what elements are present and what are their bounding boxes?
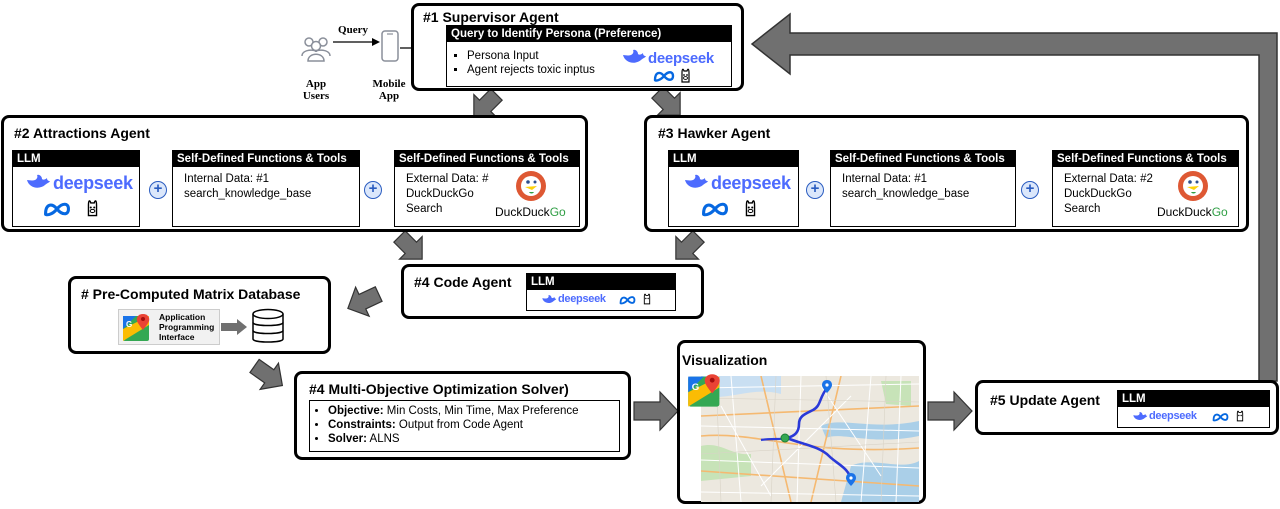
- route-map: [701, 376, 919, 502]
- duckduckgo-icon: [1178, 171, 1208, 201]
- attractions-agent-title: #2 Attractions Agent: [14, 125, 150, 141]
- attractions-tools1-title: Self-Defined Functions & Tools: [173, 151, 359, 167]
- deepseek-logo-text: deepseek: [558, 293, 606, 305]
- supervisor-agent-title: #1 Supervisor Agent: [423, 9, 559, 25]
- llama-icon: [681, 68, 690, 83]
- update-agent-llm-box: LLM deepseek: [1117, 390, 1270, 428]
- hawker-external-tools-box: Self-Defined Functions & Tools External …: [1052, 150, 1239, 227]
- code-agent-llm-label: LLM: [527, 274, 675, 290]
- database-icon: [252, 308, 284, 343]
- code-agent-panel: #4 Code Agent LLM deepseek: [401, 264, 704, 319]
- visualization-panel: Visualization G: [677, 340, 926, 504]
- meta-icon: [619, 296, 636, 305]
- meta-icon: [653, 71, 675, 82]
- duckduckgo-icon: [516, 171, 546, 201]
- meta-icon: [702, 202, 728, 217]
- code-to-database-arrow: [347, 285, 383, 318]
- attractions-agent-panel: #2 Attractions Agent LLM deepseek + Self…: [1, 115, 588, 232]
- map-pin-icon: [822, 380, 832, 393]
- mobile-phone-icon: [381, 30, 399, 62]
- update-agent-title: #5 Update Agent: [990, 392, 1100, 408]
- deepseek-logo-text: deepseek: [711, 173, 791, 193]
- api-card: G Application Programming Interface: [118, 309, 220, 345]
- attractions-tools2-body: External Data: # DuckDuckGo Search: [406, 173, 489, 215]
- toxic-reject-item: Agent rejects toxic inptus: [467, 63, 731, 77]
- llama-icon: [1236, 410, 1244, 422]
- solver-objective-item: Objective: Min Costs, Min Time, Max Pref…: [328, 404, 619, 418]
- visualization-to-update-arrow: [927, 390, 973, 432]
- attractions-tools1-body: Internal Data: #1 search_knowledge_base: [184, 173, 312, 200]
- attractions-llm-box: LLM deepseek: [12, 150, 140, 227]
- svg-text:G: G: [692, 382, 699, 393]
- update-agent-panel: #5 Update Agent LLM deepseek: [975, 380, 1279, 435]
- hawker-tools1-body: Internal Data: #1 search_knowledge_base: [842, 173, 970, 200]
- matrix-database-panel: # Pre-Computed Matrix Database G Applica…: [68, 276, 331, 354]
- users-icon: [301, 37, 331, 62]
- attractions-internal-tools-box: Self-Defined Functions & Tools Internal …: [172, 150, 360, 227]
- matrix-database-title: # Pre-Computed Matrix Database: [81, 286, 301, 302]
- update-agent-llm-label: LLM: [1118, 391, 1269, 407]
- duckduckgo-logo-text: DuckDuckGo: [1157, 205, 1228, 219]
- persona-query-title: Query to Identify Persona (Preference): [447, 26, 731, 42]
- llama-icon: [745, 200, 756, 217]
- hawker-tools2-title: Self-Defined Functions & Tools: [1053, 151, 1238, 167]
- deepseek-whale-icon: [685, 174, 708, 188]
- meta-icon: [44, 202, 70, 217]
- deepseek-whale-icon: [542, 295, 557, 303]
- database-to-solver-arrow: [249, 358, 284, 391]
- plus-icon: +: [364, 181, 382, 199]
- persona-query-box: Query to Identify Persona (Preference) P…: [446, 25, 732, 87]
- duckduckgo-logo-text: DuckDuckGo: [495, 205, 566, 219]
- persona-query-list: Persona Input Agent rejects toxic inptus: [447, 42, 731, 77]
- deepseek-whale-icon: [1133, 412, 1148, 420]
- solver-to-visualization-arrow: [633, 390, 679, 432]
- deepseek-whale-icon: [623, 49, 646, 63]
- plus-icon: +: [149, 181, 167, 199]
- persona-input-item: Persona Input: [467, 49, 731, 63]
- code-agent-llm-box: LLM deepseek: [526, 273, 676, 311]
- hawker-to-code-arrow: [675, 230, 705, 260]
- solver-details-box: Objective: Min Costs, Min Time, Max Pref…: [309, 400, 620, 452]
- solver-solver-item: Solver: ALNS: [328, 432, 619, 446]
- map-pin-icon: [846, 473, 856, 486]
- svg-text:G: G: [126, 320, 132, 329]
- supervisor-agent-panel: #1 Supervisor Agent Query to Identify Pe…: [411, 3, 744, 91]
- attractions-to-code-arrow: [393, 230, 423, 260]
- feedback-arrow: [750, 12, 1278, 382]
- attractions-llm-label: LLM: [13, 151, 139, 167]
- deepseek-logo-text: deepseek: [648, 50, 714, 67]
- hawker-agent-title: #3 Hawker Agent: [658, 125, 771, 141]
- hawker-tools1-title: Self-Defined Functions & Tools: [831, 151, 1015, 167]
- optimization-solver-panel: #4 Multi-Objective Optimization Solver) …: [294, 371, 631, 460]
- llama-icon: [87, 200, 98, 217]
- query-label: Query: [338, 24, 368, 36]
- google-maps-icon: G: [123, 314, 150, 341]
- plus-icon: +: [1021, 181, 1039, 199]
- visualization-title: Visualization: [682, 352, 768, 368]
- hawker-tools2-body: External Data: #2 DuckDuckGo Search: [1064, 173, 1153, 215]
- hawker-llm-label: LLM: [669, 151, 798, 167]
- hawker-internal-tools-box: Self-Defined Functions & Tools Internal …: [830, 150, 1016, 227]
- deepseek-logo-text: deepseek: [53, 173, 133, 193]
- hawker-agent-panel: #3 Hawker Agent LLM deepseek + Self-Defi…: [644, 115, 1249, 232]
- llama-icon: [643, 293, 651, 305]
- plus-icon: +: [806, 181, 824, 199]
- deepseek-logo-text: deepseek: [1149, 410, 1197, 422]
- meta-icon: [1212, 413, 1229, 422]
- hawker-llm-box: LLM deepseek: [668, 150, 799, 227]
- deepseek-whale-icon: [27, 174, 50, 188]
- google-maps-icon: G: [688, 374, 720, 407]
- api-to-database-arrow: [221, 319, 247, 335]
- api-label: Application Programming Interface: [159, 312, 215, 342]
- code-agent-title: #4 Code Agent: [414, 274, 512, 290]
- attractions-external-tools-box: Self-Defined Functions & Tools External …: [394, 150, 580, 227]
- solver-constraints-item: Constraints: Output from Code Agent: [328, 418, 619, 432]
- route-line: [782, 387, 853, 481]
- solver-title: #4 Multi-Objective Optimization Solver): [309, 381, 569, 397]
- attractions-tools2-title: Self-Defined Functions & Tools: [395, 151, 579, 167]
